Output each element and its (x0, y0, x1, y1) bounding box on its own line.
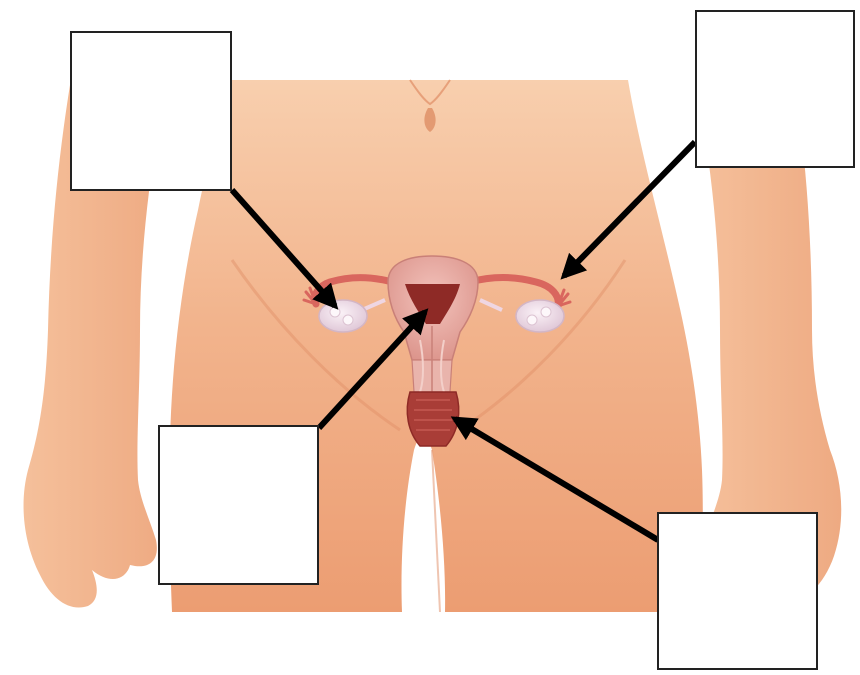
label-box-top-right[interactable] (695, 10, 855, 168)
label-box-top-left[interactable] (70, 31, 232, 191)
label-box-bottom-left[interactable] (158, 425, 319, 585)
label-box-bottom-right[interactable] (657, 512, 818, 670)
